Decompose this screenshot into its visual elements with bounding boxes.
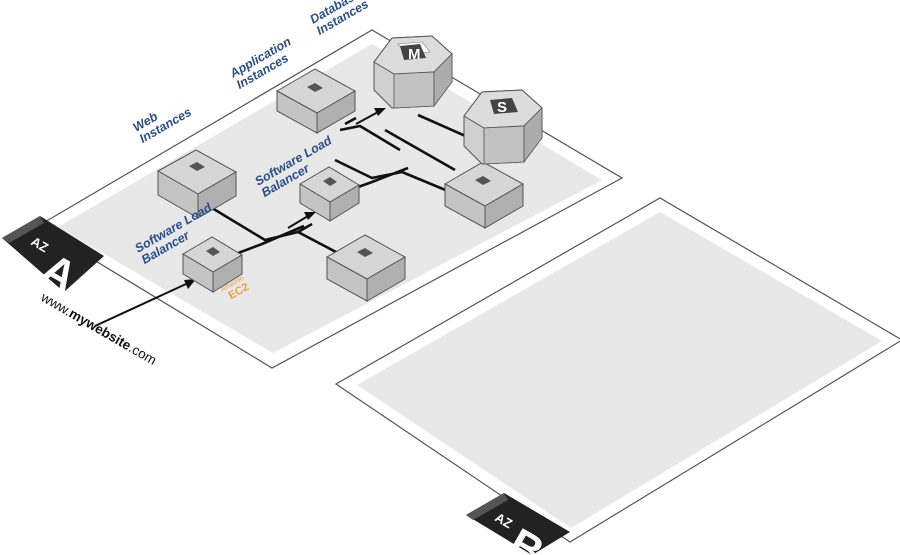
- zone-b-badge: AZ B: [466, 493, 570, 555]
- software-load-balancer-upper: [299, 166, 360, 222]
- arrows: [94, 108, 386, 327]
- connections: [211, 113, 471, 264]
- application-instance-lower: [443, 161, 525, 229]
- application-instance-upper: [275, 68, 357, 134]
- database-slave-letter: S: [497, 99, 507, 116]
- software-load-balancer-lower: [182, 236, 243, 293]
- website-url: www.mywebsite.com: [38, 289, 159, 368]
- database-master-letter: M: [408, 46, 421, 63]
- zone-b-plate: [334, 197, 900, 543]
- database-master: M: [373, 35, 453, 109]
- web-instance-lower: [325, 234, 407, 302]
- label-database-instances: Database Instances: [308, 0, 371, 38]
- database-slave: S: [463, 89, 543, 165]
- url-suffix: .com: [126, 340, 159, 368]
- web-instance-upper: [156, 149, 238, 219]
- label-web-instances: Web Instances: [131, 105, 194, 146]
